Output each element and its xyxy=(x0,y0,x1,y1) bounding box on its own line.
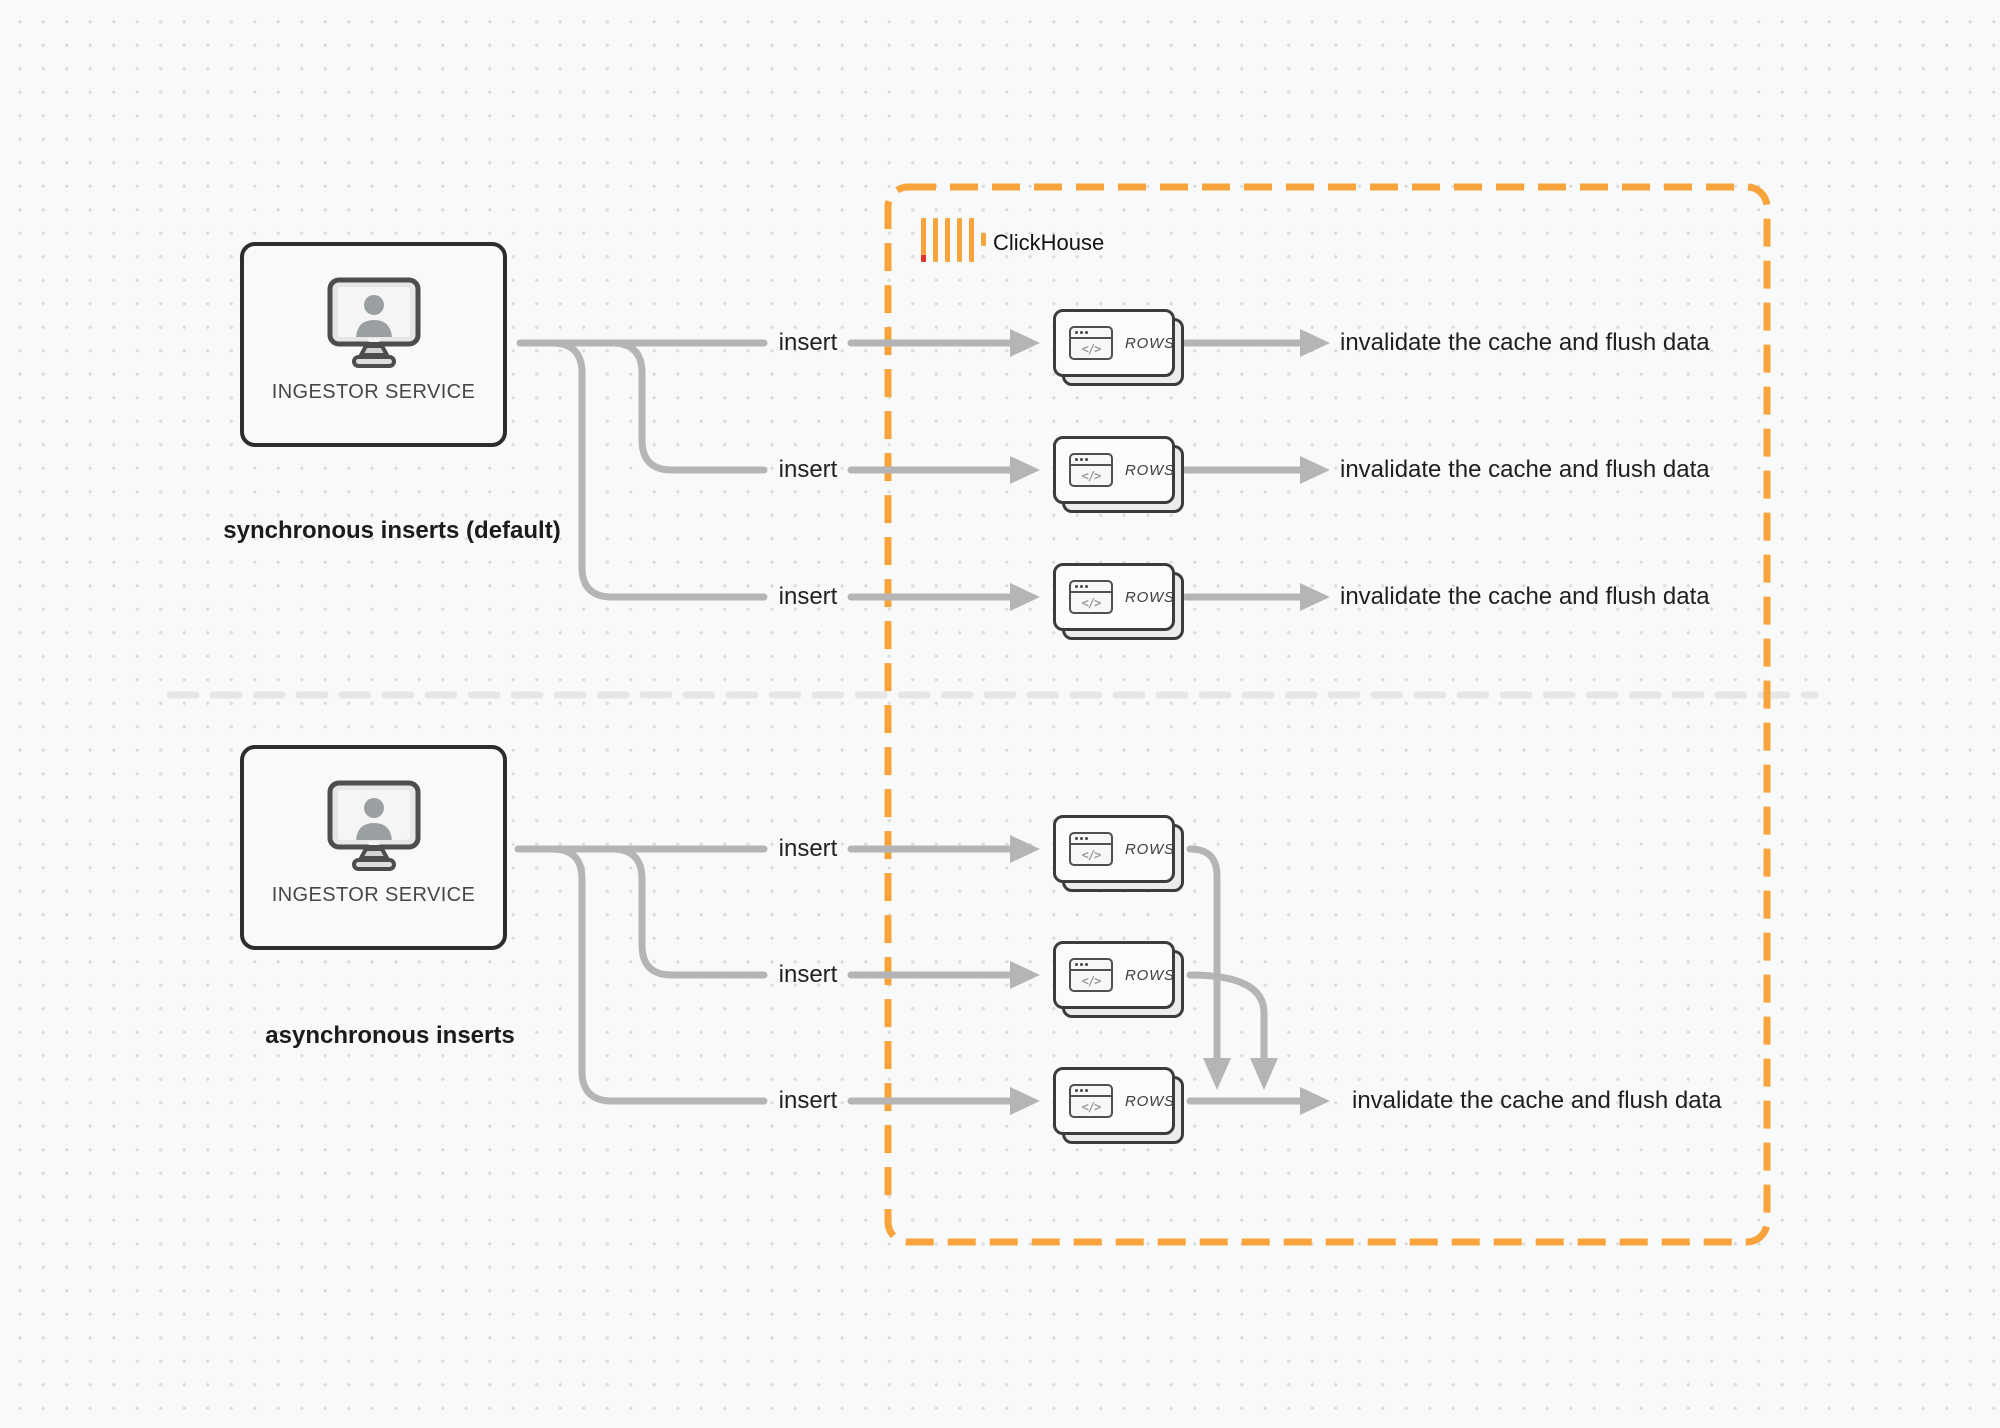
rows-label: ROWS xyxy=(1125,334,1175,352)
logo-bar xyxy=(933,218,938,262)
arrowhead xyxy=(1300,583,1330,611)
arrowhead xyxy=(1300,1087,1330,1115)
sync-section-caption: synchronous inserts (default) xyxy=(223,517,561,544)
code-glyph: </> xyxy=(1081,341,1102,356)
rows-card: </> ROWS xyxy=(1053,815,1184,892)
clickhouse-title: ClickHouse xyxy=(993,230,1105,255)
rows-card-front: </> ROWS xyxy=(1053,436,1175,504)
rows-label: ROWS xyxy=(1125,966,1175,984)
ingestor-service-box-async: INGESTOR SERVICE xyxy=(240,745,507,950)
async-merge-wire2 xyxy=(1186,971,1268,1064)
async-wire-row3 xyxy=(548,845,768,1105)
window-titlebar xyxy=(1071,1086,1111,1097)
rows-label: ROWS xyxy=(1125,840,1175,858)
rows-card: </> ROWS xyxy=(1053,941,1184,1018)
async-wire-row2 xyxy=(608,845,768,979)
logo-bar xyxy=(945,218,950,262)
rows-card: </> ROWS xyxy=(1053,563,1184,640)
code-window-icon: </> xyxy=(1069,958,1113,992)
code-window-icon: </> xyxy=(1069,1084,1113,1118)
logo-bar xyxy=(969,218,974,262)
rows-card-front: </> ROWS xyxy=(1053,941,1175,1009)
arrowhead xyxy=(1010,961,1040,989)
code-window-icon: </> xyxy=(1069,832,1113,866)
arrowhead xyxy=(1300,329,1330,357)
arrowhead xyxy=(1010,583,1040,611)
ingestor-service-label: INGESTOR SERVICE xyxy=(271,884,476,906)
async-section-caption: asynchronous inserts xyxy=(265,1022,515,1049)
insert-label: insert xyxy=(778,1087,838,1114)
insert-label: insert xyxy=(778,329,838,356)
rows-label: ROWS xyxy=(1125,588,1175,606)
monitor-user-icon xyxy=(327,780,420,871)
arrowhead xyxy=(1010,1087,1040,1115)
arrowhead xyxy=(1300,456,1330,484)
rows-label: ROWS xyxy=(1125,461,1175,479)
insert-label: insert xyxy=(778,583,838,610)
code-glyph: </> xyxy=(1081,595,1102,610)
code-glyph: </> xyxy=(1081,847,1102,862)
sync-wire-row2 xyxy=(608,339,768,474)
rows-card-front: </> ROWS xyxy=(1053,563,1175,631)
window-titlebar xyxy=(1071,328,1111,339)
logo-bar-short xyxy=(981,233,986,246)
arrowhead xyxy=(1010,329,1040,357)
clickhouse-bars-logo xyxy=(921,218,986,262)
monitor-user-icon xyxy=(327,277,420,368)
arrowhead xyxy=(1010,835,1040,863)
code-glyph: </> xyxy=(1081,1099,1102,1114)
window-titlebar xyxy=(1071,834,1111,845)
code-glyph: </> xyxy=(1081,468,1102,483)
code-window-icon: </> xyxy=(1069,453,1113,487)
window-titlebar xyxy=(1071,455,1111,466)
rows-card-front: </> ROWS xyxy=(1053,1067,1175,1135)
async-merge-wire1 xyxy=(1186,845,1221,1064)
arrowhead-down xyxy=(1203,1058,1231,1090)
rows-label: ROWS xyxy=(1125,1092,1175,1110)
logo-bar xyxy=(921,218,926,262)
rows-card-front: </> ROWS xyxy=(1053,309,1175,377)
ingestor-service-label: INGESTOR SERVICE xyxy=(271,381,476,403)
rows-card: </> ROWS xyxy=(1053,436,1184,513)
code-window-icon: </> xyxy=(1069,580,1113,614)
sync-wire-row3 xyxy=(548,339,768,601)
insert-label: insert xyxy=(778,835,838,862)
result-label: invalidate the cache and flush data xyxy=(1340,456,1710,483)
rows-card-front: </> ROWS xyxy=(1053,815,1175,883)
result-label: invalidate the cache and flush data xyxy=(1340,329,1710,356)
arrowhead xyxy=(1010,456,1040,484)
code-window-icon: </> xyxy=(1069,326,1113,360)
insert-label: insert xyxy=(778,961,838,988)
insert-label: insert xyxy=(778,456,838,483)
ingestor-service-box-sync: INGESTOR SERVICE xyxy=(240,242,507,447)
window-titlebar xyxy=(1071,960,1111,971)
rows-card: </> ROWS xyxy=(1053,309,1184,386)
rows-card: </> ROWS xyxy=(1053,1067,1184,1144)
code-glyph: </> xyxy=(1081,973,1102,988)
result-label: invalidate the cache and flush data xyxy=(1352,1087,1722,1114)
logo-bar xyxy=(957,218,962,262)
window-titlebar xyxy=(1071,582,1111,593)
arrowhead-down xyxy=(1250,1058,1278,1090)
result-label: invalidate the cache and flush data xyxy=(1340,583,1710,610)
